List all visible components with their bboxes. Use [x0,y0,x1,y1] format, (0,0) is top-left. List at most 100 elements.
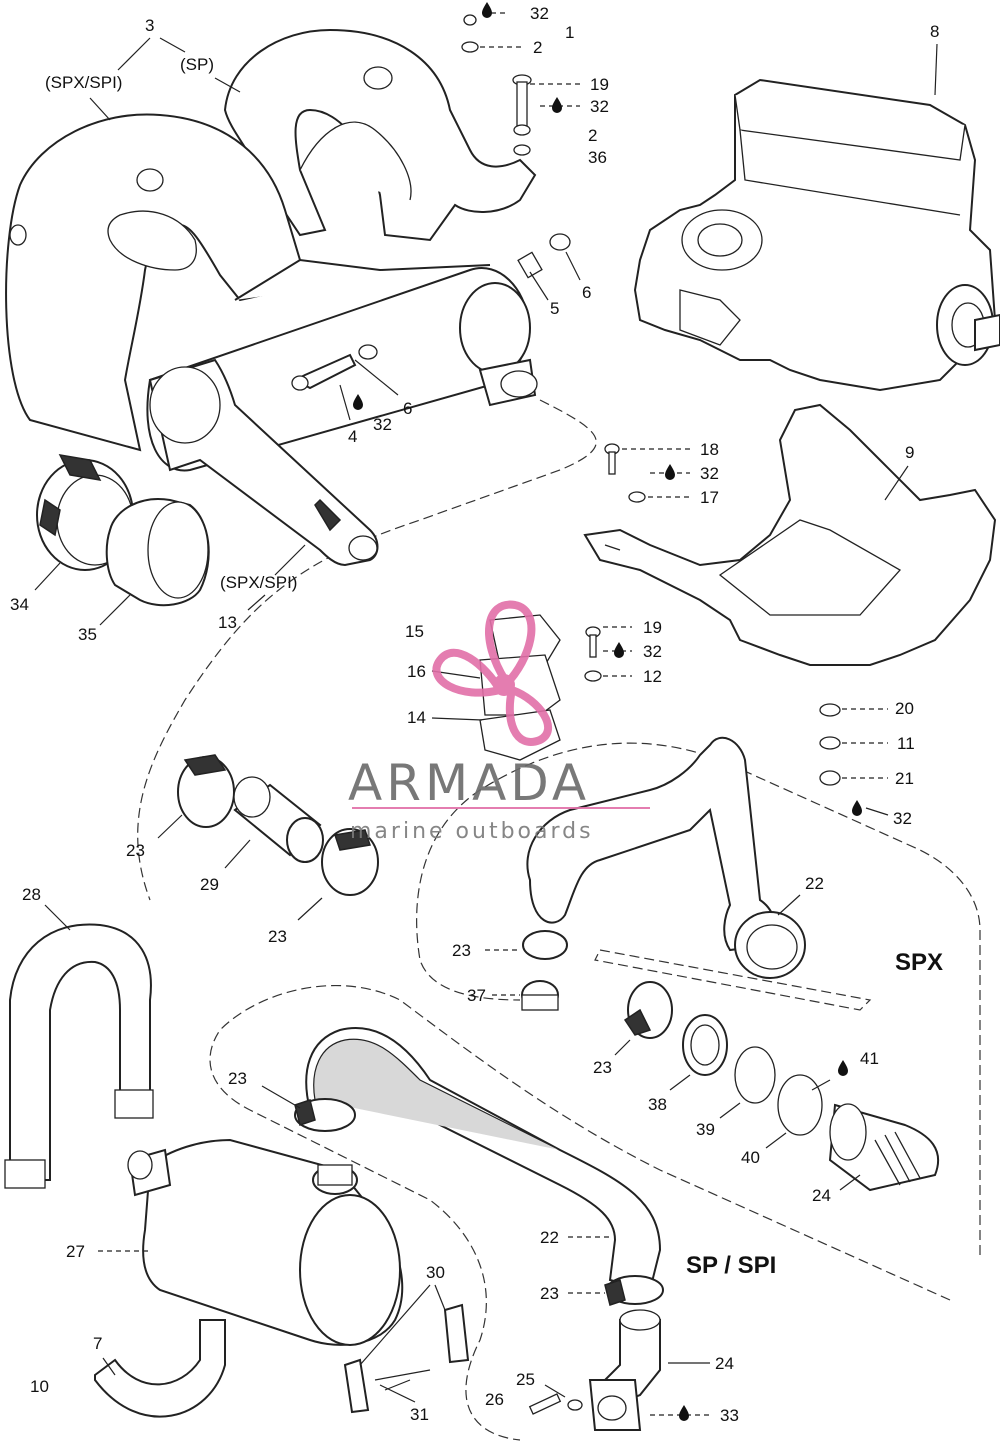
callout-35: 35 [78,625,97,644]
bolt-4 [291,353,357,391]
drop-icon [679,1405,689,1421]
support-bracket-9 [583,403,997,666]
callout-31: 31 [410,1405,429,1424]
drop-icon [665,464,675,480]
callout-16: 16 [407,662,426,681]
callout-40: 40 [741,1148,760,1167]
callout-23: 23 [268,927,287,946]
washer-6-lower [358,344,378,360]
callout-3: 3 [145,16,154,35]
callout-22: 22 [805,874,824,893]
clips-30 [443,1303,470,1364]
callout-6: 6 [403,399,412,418]
clamp-23-sp-upper [294,1098,356,1132]
drop-icon [838,1060,848,1076]
callout-32: 32 [893,809,912,828]
engine-8 [633,78,1000,392]
zone-outline-bracket [594,949,872,1011]
callout-32: 32 [700,464,719,483]
zone-outline-sp-spi [209,984,951,1441]
clamp-23-spx-mid [623,981,673,1039]
washer-17 [628,491,646,503]
ring-38 [682,1014,728,1076]
callout-14: 14 [407,708,426,727]
callout-6: 6 [582,283,591,302]
callout-30: 30 [426,1263,445,1282]
callout-21: 21 [895,769,914,788]
washer-11 [819,736,841,750]
callout-24: 24 [715,1354,734,1373]
zone-outline-spx [416,742,981,1255]
callout-32: 32 [590,97,609,116]
callout-12: 12 [643,667,662,686]
washer-25 [567,1399,583,1411]
bolt-26 [528,1393,562,1415]
watermark-tagline: marine outboards [350,819,594,844]
callout-17: 17 [700,488,719,507]
clamp-23-sp-lower [604,1275,664,1306]
callout-23: 23 [126,841,145,860]
variant-label-spx-spi-top: (SPX/SPI) [45,73,122,92]
callout-33: 33 [720,1406,739,1425]
drop-icon [614,642,624,658]
clamp-23-upper-left [177,754,235,828]
clamp-23-upper-right [321,828,379,896]
clips-31 [343,1358,431,1414]
callout-34: 34 [10,595,29,614]
callout-37: 37 [467,986,486,1005]
bolt-18 [604,443,620,475]
sleeve-35 [105,498,210,607]
callout-23: 23 [452,941,471,960]
exhaust-hose-22-spx [526,736,806,979]
clamp-23-spx-top [522,930,568,960]
callout-5: 5 [550,299,559,318]
callout-7: 7 [93,1334,102,1353]
nut-21 [819,770,841,786]
elbow-24-sp-spi [588,1309,661,1431]
callout-10: 10 [30,1377,49,1396]
callout-19: 19 [643,618,662,637]
bolt-19-top [512,74,532,156]
callout-22: 22 [540,1228,559,1247]
exhaust-hose-22-sp-spi [305,1027,662,1292]
callout-26: 26 [485,1390,504,1409]
armada-watermark: ARMADA marine outboards [348,600,650,844]
variant-label-sp-top: (SP) [180,55,214,74]
callout-23: 23 [593,1058,612,1077]
outlet-fitting-24-spx [828,1103,940,1192]
bracket-7 [94,1319,226,1418]
section-label-sp-spi: SP / SPI [686,1252,776,1279]
callout-4: 4 [348,427,357,446]
callout-36: 36 [588,148,607,167]
callout-32: 32 [643,642,662,661]
callout-13: 13 [218,613,237,632]
washer-20 [819,703,841,717]
callout-25: 25 [516,1370,535,1389]
ring-40 [777,1074,823,1136]
exhaust-manifold-sp [223,28,537,242]
callout-9: 9 [905,443,914,462]
callout-20: 20 [895,699,914,718]
callout-2: 2 [588,126,597,145]
callout-19: 19 [590,75,609,94]
drop-icon [482,2,492,18]
tailpipe-cone-13 [148,358,379,567]
bolt-19-mid [585,626,601,658]
washer-12 [584,670,602,682]
callout-18: 18 [700,440,719,459]
callout-38: 38 [648,1095,667,1114]
stud-5 [517,251,543,279]
variant-label-spx-spi-13: (SPX/SPI) [220,573,297,592]
callout-1: 1 [565,23,574,42]
hose-29 [233,776,324,863]
callout-23: 23 [540,1284,559,1303]
callout-24: 24 [812,1186,831,1205]
muffler-27 [127,1138,404,1346]
exhaust-manifold-spx-spi [5,113,302,452]
callout-11: 11 [897,734,915,753]
ring-39 [734,1046,776,1104]
callout-28: 28 [22,885,41,904]
callout-39: 39 [696,1120,715,1139]
drop-icon [852,800,862,816]
